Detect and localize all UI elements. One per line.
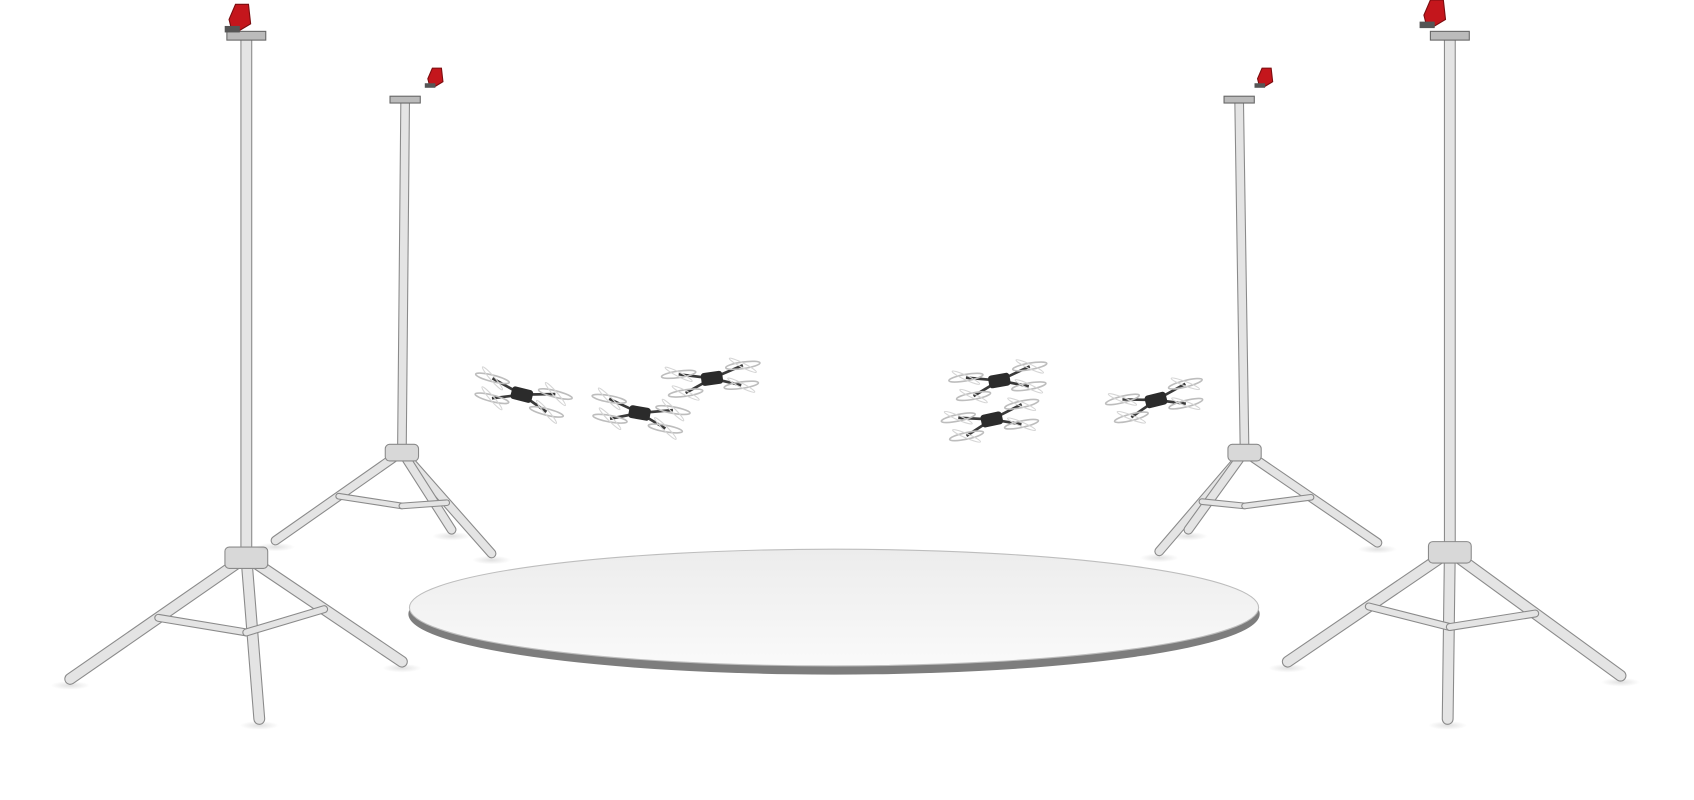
propeller-blur — [1116, 410, 1147, 424]
leg-shadow — [432, 531, 472, 541]
tripod-hub — [224, 546, 269, 569]
tripod-hub — [384, 443, 420, 462]
tripod-pole — [398, 98, 409, 456]
propeller — [592, 413, 628, 424]
propeller-blur — [952, 429, 982, 443]
drone-body — [510, 386, 534, 403]
propeller-blur — [728, 357, 757, 373]
landing-platform — [408, 548, 1260, 675]
mocap-camera — [224, 3, 252, 33]
propeller — [1168, 397, 1204, 410]
tripod-hub — [1227, 443, 1262, 462]
drone-body — [628, 405, 651, 421]
camera-clamp — [1223, 95, 1255, 104]
propeller-blur — [535, 399, 558, 424]
tripod-leg — [241, 551, 265, 724]
leg-shadow — [1428, 721, 1468, 730]
drone — [940, 397, 1040, 443]
propeller-blur — [1014, 379, 1044, 394]
tripod-stand — [1139, 67, 1397, 563]
propeller — [528, 405, 565, 418]
leg-shadow — [472, 555, 512, 565]
drone — [660, 357, 761, 401]
tripod-brace — [243, 606, 328, 636]
propeller — [940, 412, 977, 424]
propeller-blur — [1015, 359, 1045, 374]
drone — [1104, 377, 1204, 424]
propeller-blur — [597, 387, 621, 411]
propeller-blur — [671, 385, 700, 401]
drone-body — [1144, 391, 1168, 409]
propeller-blur — [481, 386, 503, 411]
propeller-blur — [951, 370, 981, 385]
propeller-blur — [1007, 397, 1037, 412]
propeller-blur — [1171, 397, 1201, 411]
drone — [948, 359, 1048, 404]
camera-clamp — [389, 95, 421, 104]
tripod-brace — [1199, 499, 1247, 509]
camera-mount — [224, 25, 240, 33]
drone — [591, 387, 691, 440]
propeller-blur — [481, 366, 504, 391]
propeller — [655, 404, 691, 416]
mocap-camera — [1254, 67, 1274, 88]
tripod-leg — [398, 448, 456, 534]
camera-mount — [1254, 83, 1266, 88]
propeller — [724, 360, 761, 371]
tripod-leg — [1184, 448, 1249, 534]
tripod-leg — [1442, 546, 1455, 724]
mocap-camera — [1419, 0, 1447, 29]
propeller-blur — [959, 388, 988, 404]
propeller-blur — [1107, 393, 1138, 406]
tripod-brace — [1242, 495, 1314, 509]
camera-mount — [424, 83, 436, 88]
tripod-brace — [399, 500, 449, 509]
tripod-pole — [1235, 98, 1249, 456]
tripod-stand — [1268, 0, 1640, 730]
propeller-blur — [727, 377, 756, 393]
propeller — [667, 388, 704, 398]
propeller — [1113, 411, 1149, 424]
leg-shadow — [382, 663, 422, 673]
propeller-blur — [654, 417, 677, 440]
mocap-camera — [424, 67, 444, 88]
tripod-stand — [256, 67, 512, 565]
propeller-blur — [661, 398, 685, 422]
propeller — [1003, 398, 1040, 410]
propeller-blur — [544, 381, 566, 407]
propeller-blur — [664, 366, 693, 383]
propeller-blur — [598, 407, 622, 431]
platform-top — [408, 548, 1260, 667]
drone-body — [700, 370, 724, 386]
propeller-blur — [1170, 377, 1201, 391]
leg-shadow — [1139, 553, 1179, 563]
camera-clamp — [1429, 30, 1470, 41]
propeller — [474, 392, 510, 405]
tripod-brace — [1446, 610, 1539, 630]
drone-body — [980, 411, 1004, 428]
leg-shadow — [256, 542, 295, 552]
leg-shadow — [239, 721, 279, 730]
tripod-brace — [155, 614, 250, 636]
leg-shadow — [1358, 544, 1397, 554]
tripod-hub — [1427, 541, 1472, 564]
tripod-stand — [50, 3, 422, 730]
propeller-blur — [943, 410, 973, 425]
leg-shadow — [50, 681, 90, 690]
propeller-blur — [1007, 417, 1036, 431]
tripod-brace — [336, 493, 405, 509]
camera-clamp — [226, 30, 267, 41]
leg-shadow — [1601, 677, 1640, 687]
leg-shadow — [1268, 663, 1308, 673]
camera-mount — [1419, 21, 1435, 29]
propeller — [948, 430, 985, 442]
tripod-brace — [1365, 603, 1453, 630]
propeller — [537, 388, 573, 401]
drone-body — [988, 372, 1011, 389]
drone — [474, 366, 573, 424]
